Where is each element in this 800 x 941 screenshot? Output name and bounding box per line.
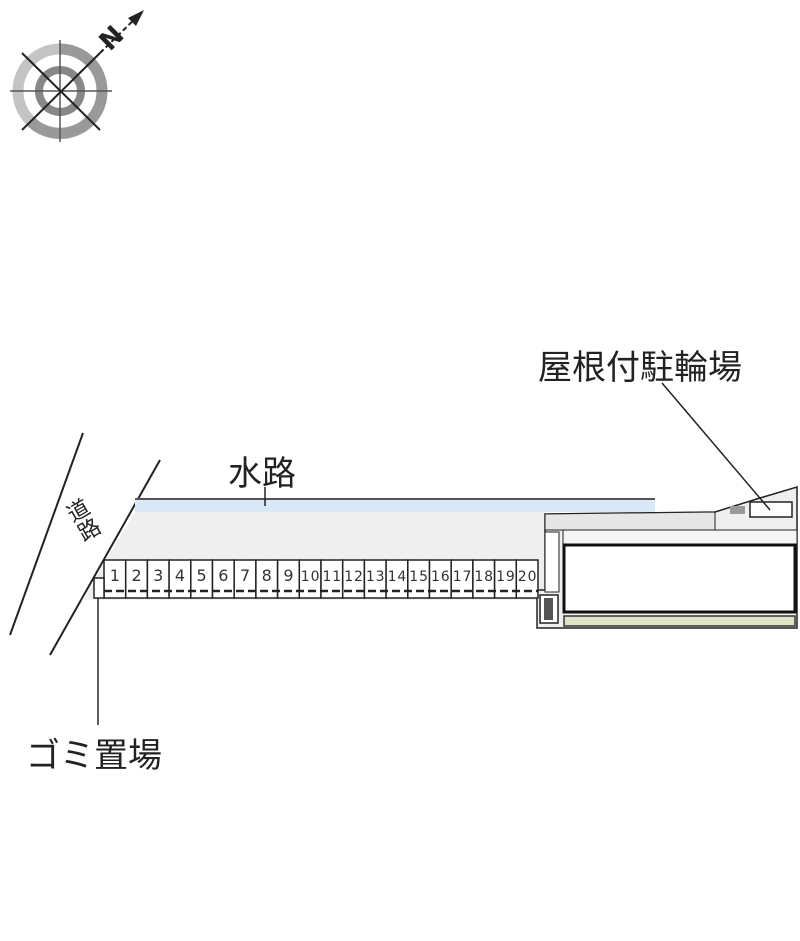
parking-slot-number: 13 [366, 569, 385, 585]
walkway [544, 511, 716, 531]
parking-slot-number: 8 [262, 566, 272, 585]
parking-slot-number: 19 [496, 569, 515, 585]
bicycle-parking [749, 501, 793, 518]
parking-slot-number: 2 [131, 566, 141, 585]
waterway-label: 水路 [228, 454, 296, 494]
north-label: N [94, 20, 131, 57]
parking-slot-number: 1 [110, 566, 120, 585]
parking-slot-number: 20 [518, 569, 537, 585]
road-edge [9, 432, 84, 636]
parking-slot-number: 12 [344, 569, 363, 585]
stairs [544, 531, 560, 593]
parking-slot-number: 15 [409, 569, 428, 585]
parking-slot-number: 6 [218, 566, 228, 585]
parking-slot-number: 4 [175, 566, 185, 585]
parking-slot-number: 9 [283, 566, 293, 585]
garbage-label: ゴミ置場 [26, 736, 162, 776]
compass-icon: N [10, 10, 144, 142]
parking-slot-number: 7 [240, 566, 250, 585]
parking-slot-number: 10 [301, 569, 320, 585]
garbage-area [93, 577, 105, 599]
building [562, 543, 797, 614]
parking-slot-number: 11 [323, 569, 342, 585]
meter-box [730, 506, 745, 514]
parking-slot-number: 17 [453, 569, 472, 585]
parking-slot-number: 16 [431, 569, 450, 585]
waterway [135, 499, 655, 512]
parking-slot-number: 3 [153, 566, 163, 585]
parking-slot-number: 18 [474, 569, 493, 585]
parking-slot-number: 5 [197, 566, 207, 585]
road-edge [49, 459, 161, 656]
bicycle-parking-label: 屋根付駐輪場 [538, 348, 742, 388]
parking-slot [515, 559, 539, 599]
parking-slot-number: 14 [388, 569, 407, 585]
